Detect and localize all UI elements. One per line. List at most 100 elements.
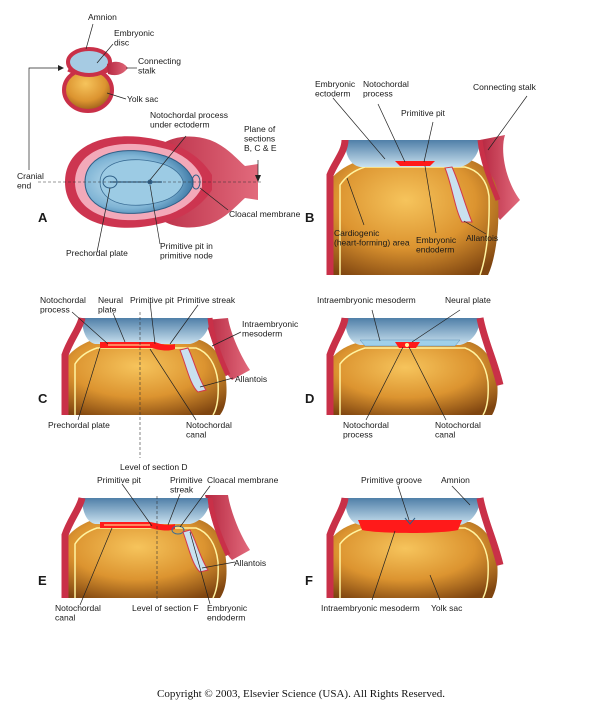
lead-streak-e [167, 493, 181, 526]
allantois-c [179, 347, 207, 393]
label-cloacal-membrane: Cloacal membrane [229, 209, 301, 219]
lead-prechordal-a [96, 187, 111, 253]
lead-pit-e [121, 483, 153, 527]
mesoderm-f [358, 520, 462, 533]
label-allantois-e: Allantois [234, 558, 266, 568]
endoderm-line-c [74, 347, 219, 416]
lead-allantois-e [201, 561, 236, 569]
label-prechordal-plate-c: Prechordal plate [48, 420, 110, 430]
amnion-right-e [207, 497, 231, 557]
section-e-art [61, 495, 250, 599]
yolk-sac-b [330, 160, 499, 275]
label-primitive-pit-c: Primitive pit [130, 295, 175, 305]
label-amnion: Amnion [88, 12, 117, 22]
copyright-notice: Copyright © 2003, Elsevier Science (USA)… [157, 688, 445, 700]
label-allantois-c: Allantois [235, 374, 267, 384]
lead-mesoderm-d [371, 309, 381, 342]
label-cloacal-membrane-e: Cloacal membrane [207, 475, 279, 485]
amnion-right-f [476, 497, 504, 566]
lead-ectoderm-b [332, 97, 386, 160]
lead-streak-c [169, 304, 199, 345]
mesoderm-c [100, 342, 175, 351]
panel-d-letter: D [305, 391, 314, 406]
lead-stalk-b [487, 95, 528, 151]
label-yolk-sac: Yolk sac [127, 94, 159, 104]
label-connecting-stalk-b: Connecting stalk [473, 82, 537, 92]
lead-cloacal-a [199, 187, 229, 211]
lead-cardiogenic-b [346, 177, 365, 226]
label-amnion-f: Amnion [441, 475, 470, 485]
lead-endoderm-b [424, 165, 437, 234]
lead-yolk-f [429, 574, 441, 601]
label-primitive-groove-f: Primitive groove [361, 475, 422, 485]
lead-pit-a [149, 184, 161, 245]
panel-b-letter: B [305, 210, 314, 225]
label-cardiogenic-area: Cardiogenic(heart-forming) area [334, 228, 410, 248]
primitive-groove-f [404, 517, 416, 525]
lead-mesoderm-f [371, 530, 396, 601]
panel-a-letter: A [38, 210, 48, 225]
notochordal-process-b [395, 161, 435, 166]
allantois-b [444, 166, 473, 223]
ectoderm-c [82, 318, 210, 344]
lead-cloacal-e [179, 485, 211, 528]
lead-notochordal-a [149, 135, 187, 181]
label-level-of-section-f: Level of section F [132, 603, 199, 613]
amnion-left-c [61, 317, 86, 415]
stalk-e [205, 495, 250, 560]
amnion-left-d [326, 317, 349, 415]
lead-endoderm-e [189, 531, 211, 605]
lead-neural-d [411, 309, 461, 343]
lead-prechordal-c [77, 347, 101, 421]
amnion-right-b [477, 139, 501, 201]
cloacal-membrane-e [171, 525, 185, 535]
connecting-stalk-small [107, 61, 128, 76]
lead-canal-d [408, 346, 447, 421]
section-f-art [326, 497, 504, 599]
cranial-arrowhead [58, 65, 64, 71]
endoderm-line-d [339, 347, 489, 416]
label-level-of-section-d: Level of section D [120, 462, 188, 472]
cranial-arrow [28, 67, 58, 170]
amnion-left-e [61, 497, 86, 598]
lead-canal-c [149, 348, 197, 421]
panel-f: Primitive groove Amnion Intraembryonic m… [305, 475, 504, 613]
plane-arrowhead [255, 175, 261, 182]
lead-mesoderm-c [211, 331, 242, 347]
amnion-right-d [476, 317, 504, 386]
label-yolk-sac-f: Yolk sac [431, 603, 463, 613]
panel-e-letter: E [38, 573, 47, 588]
label-prechordal-plate: Prechordal plate [66, 248, 128, 258]
amnion-left-f [326, 497, 349, 598]
ectoderm-f [345, 498, 480, 525]
notochordal-canal-d [405, 343, 409, 347]
connecting-stalk-b [480, 135, 520, 220]
lead-amnion-a [85, 23, 94, 50]
label-primitive-streak-c: Primitive streak [177, 295, 236, 305]
lead-pit-b [423, 121, 434, 163]
label-allantois-b: Allantois [466, 233, 498, 243]
mesoderm-e [100, 522, 175, 531]
endoderm-line-f [339, 527, 489, 599]
lead-notochordal-c [71, 311, 109, 345]
lead-canal-e [79, 527, 113, 606]
section-c-art [61, 317, 250, 416]
yolk-sac-d [330, 342, 498, 415]
